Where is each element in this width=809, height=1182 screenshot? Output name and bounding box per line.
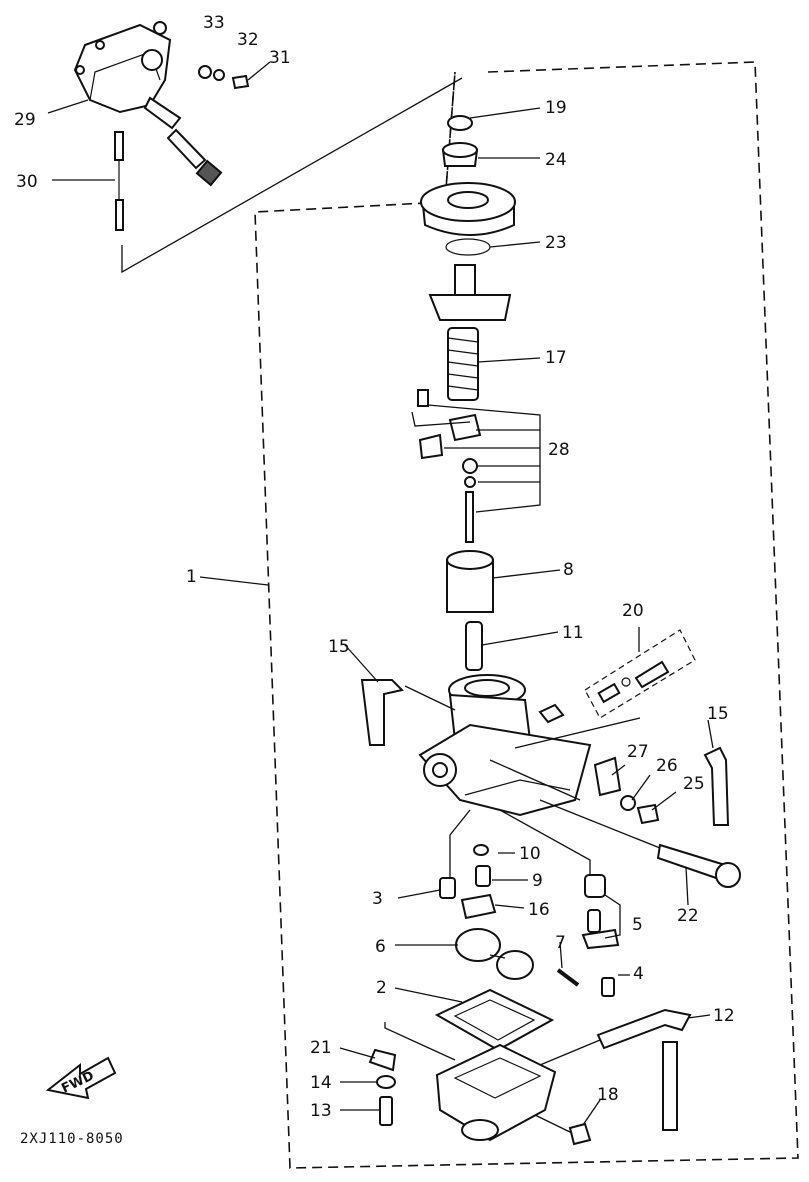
part-8-throttle-valve	[446, 550, 494, 613]
callout-27: 27	[627, 742, 649, 762]
part-16-plate	[460, 893, 497, 920]
leader-jet-5	[499, 809, 591, 875]
float-bowl	[384, 1022, 601, 1142]
callout-22: 22	[677, 906, 699, 926]
leader-jet-3	[449, 809, 471, 880]
callout-33: 33	[203, 13, 225, 33]
callout-3: 3	[372, 889, 383, 909]
callout-leaders	[47, 61, 714, 1126]
callout-21: 21	[310, 1038, 332, 1058]
part-13-screw	[379, 1096, 393, 1126]
part-14-washer	[376, 1075, 396, 1089]
callout-7: 7	[555, 933, 566, 953]
callout-15-right: 15	[707, 704, 729, 724]
assembly-boundary-joint	[444, 71, 456, 203]
callout-30: 30	[16, 172, 38, 192]
part-21-plate	[368, 1048, 397, 1072]
callout-1: 1	[186, 567, 197, 587]
part-5-clip	[581, 928, 620, 950]
callout-5: 5	[632, 915, 643, 935]
leader-group-5	[604, 894, 621, 939]
part-20-pilot-screw-set	[584, 629, 696, 719]
callout-23: 23	[545, 233, 567, 253]
part-19-cap	[447, 115, 473, 131]
callout-32: 32	[237, 30, 259, 50]
screw-washer-set	[198, 65, 250, 90]
part-12-drain-hose	[662, 1041, 678, 1131]
callout-9: 9	[532, 871, 543, 891]
top-ring-nut	[420, 182, 516, 236]
part-11-needle-jet	[465, 621, 483, 671]
part-28-needle-set	[411, 389, 541, 543]
part-7-float-pin	[556, 968, 580, 987]
callout-19: 19	[545, 98, 567, 118]
part-3-main-jet	[439, 877, 456, 899]
callout-29: 29	[14, 110, 36, 130]
cable-guide-part	[428, 264, 512, 321]
part-2-gasket	[434, 988, 555, 1052]
part-23-o-ring	[445, 238, 491, 256]
callout-6: 6	[375, 937, 386, 957]
callout-28: 28	[548, 440, 570, 460]
callout-13: 13	[310, 1101, 332, 1121]
callout-14: 14	[310, 1073, 332, 1093]
callout-2: 2	[376, 978, 387, 998]
part-27-bracket	[593, 756, 622, 797]
part-5-float-valve-seat	[584, 874, 606, 898]
callout-17: 17	[545, 348, 567, 368]
carburetor-body	[404, 674, 641, 817]
part-22-starter-plunger	[539, 799, 741, 888]
part-9-jet	[475, 865, 491, 887]
callout-10: 10	[519, 844, 541, 864]
callout-18: 18	[597, 1085, 619, 1105]
callout-4: 4	[633, 964, 644, 984]
part-5-needle	[587, 909, 601, 933]
callout-24: 24	[545, 150, 567, 170]
drawing-code: 2XJ110-8050	[20, 1131, 124, 1147]
assembly-boundary	[254, 61, 799, 1169]
callout-12: 12	[713, 1006, 735, 1026]
part-17-spring	[447, 327, 479, 401]
part-4-screw	[601, 977, 615, 997]
callout-25: 25	[683, 774, 705, 794]
throttle-housing-part	[73, 21, 223, 187]
callout-15-left: 15	[328, 637, 350, 657]
part-18-drain-screw	[568, 1122, 592, 1146]
leader-part-18	[534, 1114, 573, 1134]
part-15-left-tube	[360, 679, 404, 746]
part-15-right-tube	[703, 746, 730, 826]
part-10-washer	[473, 844, 489, 856]
part-26-washer	[620, 795, 636, 811]
throttle-assembly-leader	[121, 77, 463, 274]
callout-26: 26	[656, 756, 678, 776]
forward-direction-icon: FWD	[45, 1056, 117, 1100]
part-24-nut	[441, 142, 479, 167]
cable-adjuster-part	[114, 131, 124, 231]
callout-20: 20	[622, 601, 644, 621]
callout-11: 11	[562, 623, 584, 643]
callout-labels: 33 32 31 29 30 19 24 23 17 28 1 8 20 11 …	[14, 13, 735, 1121]
part-6-float	[455, 928, 534, 980]
part-12-overflow-tube	[596, 1008, 692, 1050]
callout-16: 16	[528, 900, 550, 920]
callout-31: 31	[269, 48, 291, 68]
callout-8: 8	[563, 560, 574, 580]
